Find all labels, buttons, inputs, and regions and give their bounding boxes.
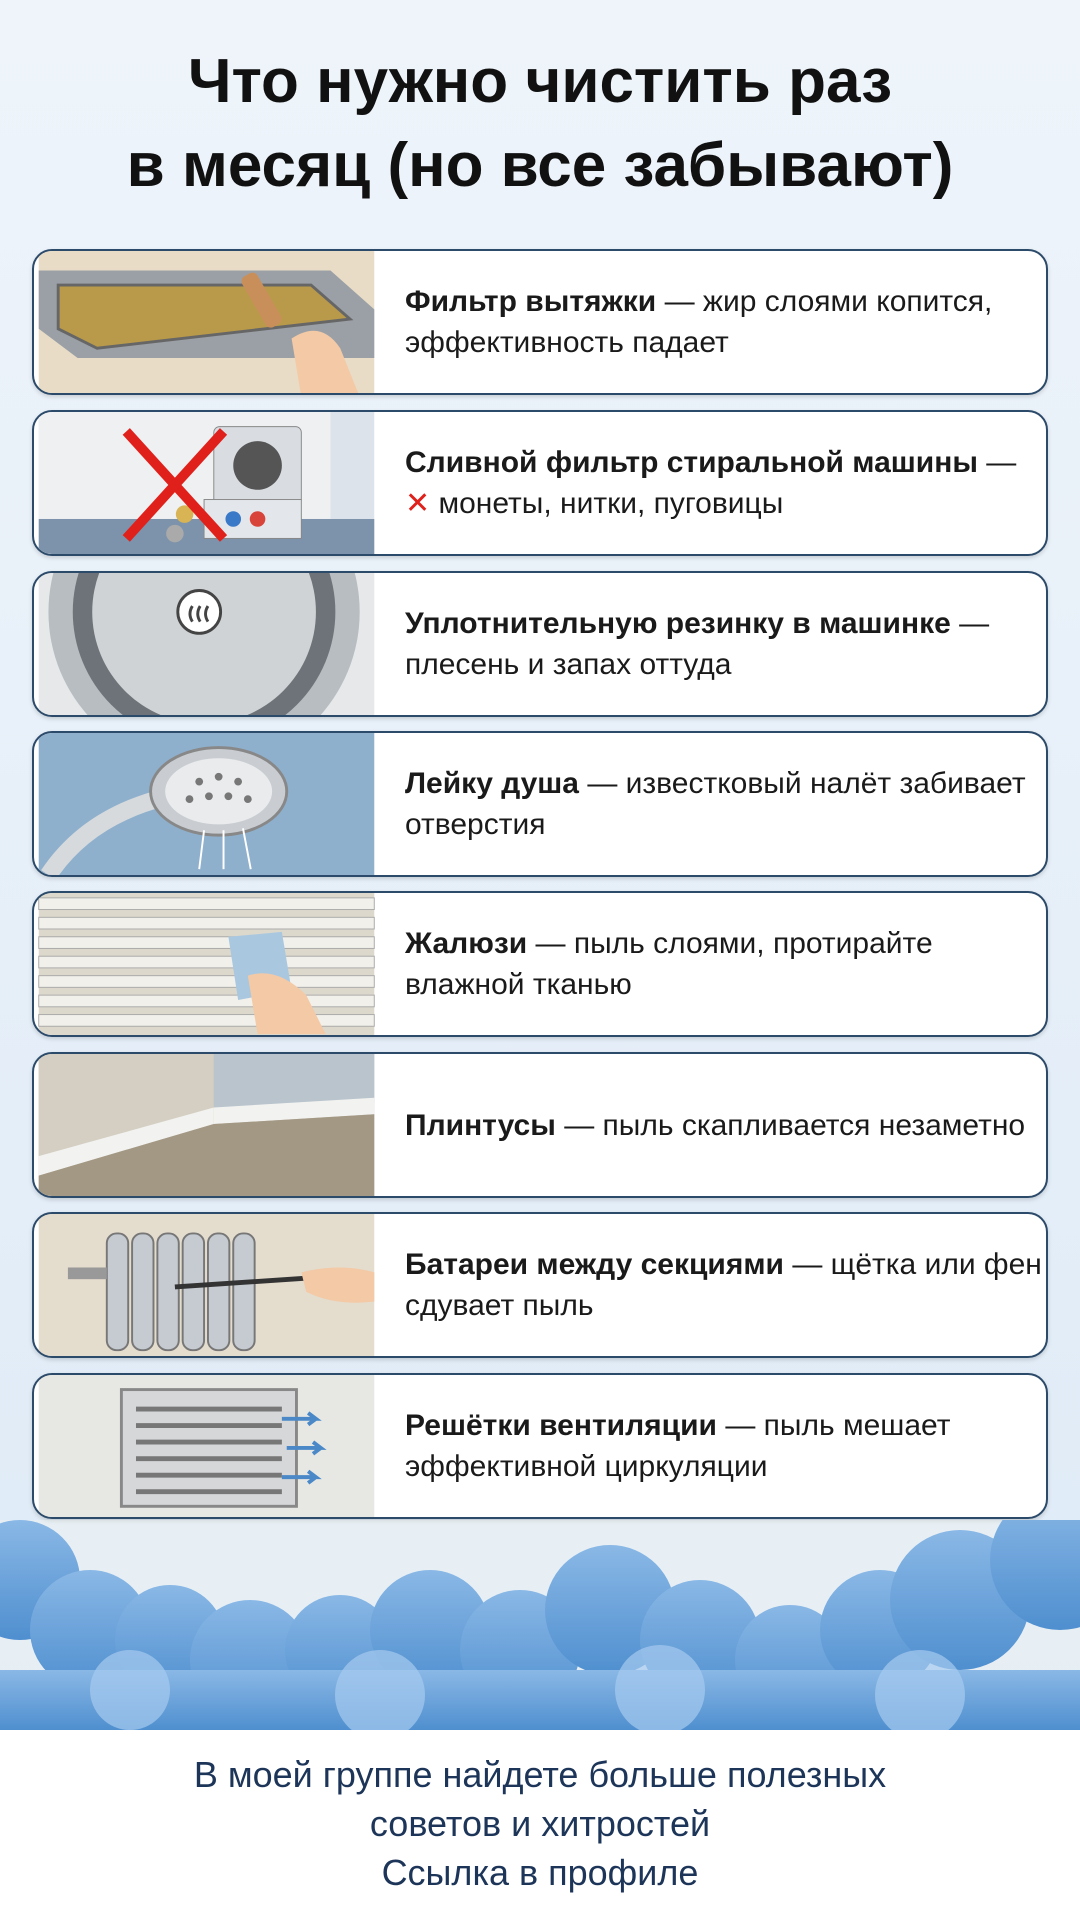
card-text: Жалюзи — пыль слоями, протирайте влажной… bbox=[405, 927, 933, 1001]
card-washer-drain-filter: Сливной фильтр стиральной машины — ✕ мон… bbox=[32, 410, 1048, 556]
card-text: Батареи между секциями — щётка или фен с… bbox=[405, 1248, 1042, 1322]
blinds-icon bbox=[34, 893, 379, 1035]
card-baseboard: Плинтусы — пыль скапливается незаметно bbox=[32, 1052, 1048, 1198]
card-text: Фильтр вытяжки — жир слоями копится, эфф… bbox=[405, 285, 993, 359]
card-range-hood-filter: Фильтр вытяжки — жир слоями копится, эфф… bbox=[32, 249, 1048, 395]
title-line-1: Что нужно чистить раз bbox=[187, 47, 893, 116]
card-blinds: Жалюзи — пыль слоями, протирайте влажной… bbox=[32, 891, 1048, 1037]
card-vent-grille: Решётки вентиляции — пыль мешает эффекти… bbox=[32, 1373, 1048, 1519]
radiator-icon bbox=[34, 1214, 379, 1356]
footer-line-2: советов и хитростей bbox=[369, 1803, 711, 1844]
red-x-icon: ✕ bbox=[405, 487, 431, 520]
card-text: Лейку душа — известковый налёт забивает … bbox=[405, 767, 1026, 841]
shower-head-icon bbox=[34, 733, 379, 875]
card-text: Плинтусы — пыль скапливается незаметно bbox=[405, 1108, 1026, 1142]
baseboard-icon bbox=[34, 1054, 379, 1196]
card-shower-head: Лейку душа — известковый налёт забивает … bbox=[32, 731, 1048, 877]
card-text: Сливной фильтр стиральной машины — ✕ мон… bbox=[405, 446, 1017, 520]
card-text: Уплотнительную резинку в машинке — плесе… bbox=[405, 607, 990, 681]
clouds-decoration bbox=[0, 1520, 1080, 1730]
footer-profile-link-text: Ссылка в профиле bbox=[381, 1852, 699, 1893]
footer-cta: В моей группе найдете больше полезных со… bbox=[0, 1730, 1080, 1920]
footer-line-1: В моей группе найдете больше полезных bbox=[193, 1754, 887, 1795]
card-radiator: Батареи между секциями — щётка или фен с… bbox=[32, 1212, 1048, 1358]
washer-drain-filter-icon bbox=[34, 412, 379, 554]
card-washer-door-seal: Уплотнительную резинку в машинке — плесе… bbox=[32, 571, 1048, 717]
washer-door-seal-icon bbox=[34, 573, 379, 715]
page-title: Что нужно чистить раз в месяц (но все за… bbox=[0, 40, 1080, 208]
range-hood-filter-icon bbox=[34, 251, 379, 393]
title-line-2: в месяц (но все забывают) bbox=[126, 131, 954, 200]
card-text: Решётки вентиляции — пыль мешает эффекти… bbox=[405, 1409, 951, 1483]
vent-grille-icon bbox=[34, 1375, 379, 1517]
